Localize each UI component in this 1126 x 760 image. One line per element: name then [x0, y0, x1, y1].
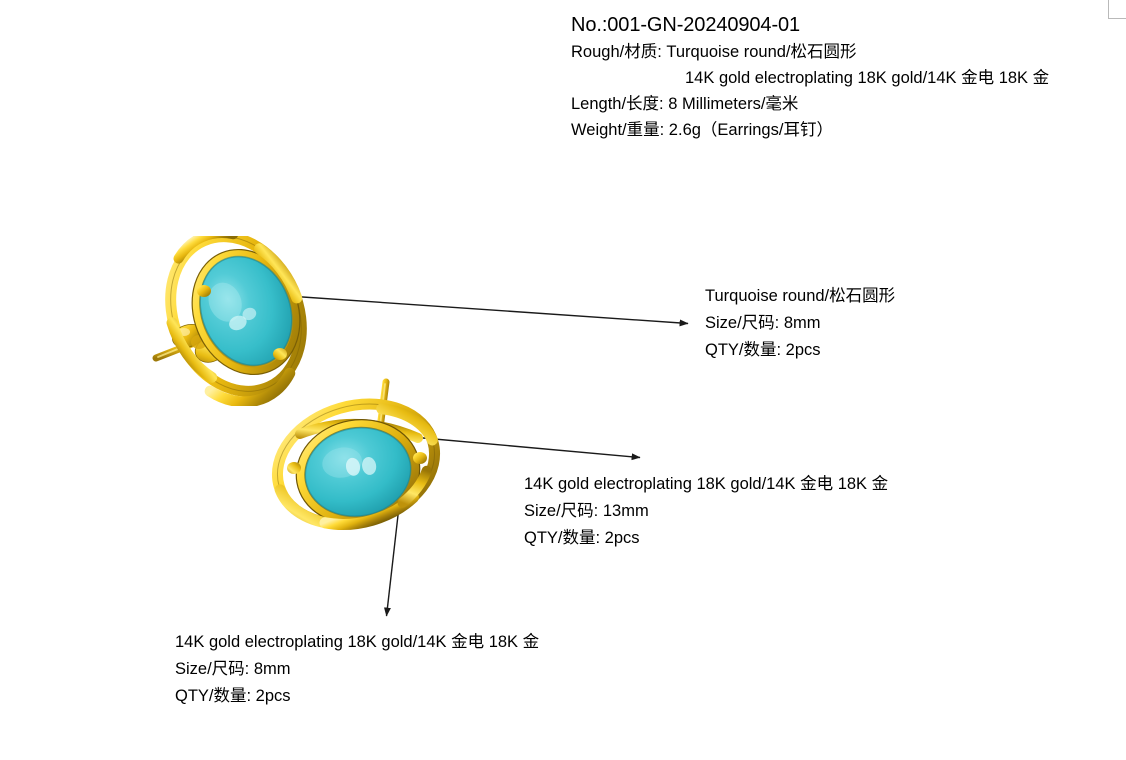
- halo-connector-bottom: [273, 348, 287, 360]
- turquoise-stud-earring-lower: [258, 372, 468, 537]
- callout-material: 14K gold electroplating 18K gold/14K 金电 …: [524, 475, 889, 493]
- length-line: Length/长度: 8 Millimeters/毫米: [571, 95, 799, 113]
- callout-qty: QTY/数量: 2pcs: [524, 529, 640, 547]
- callout-size: Size/尺码: 8mm: [175, 660, 291, 678]
- halo-connector-top: [197, 285, 211, 297]
- callout-size: Size/尺码: 13mm: [524, 502, 649, 520]
- orbit-connector-left: [287, 462, 301, 474]
- turquoise-cabochon-stone: [304, 426, 412, 518]
- weight-line: Weight/重量: 2.6g（Earrings/耳钉）: [571, 121, 833, 139]
- orbit-connector-right: [413, 452, 427, 464]
- callout-size: Size/尺码: 8mm: [705, 314, 821, 332]
- rough-material-line-secondary: 14K gold electroplating 18K gold/14K 金电 …: [685, 69, 1050, 87]
- callout-gold-bezel: 14K gold electroplating 18K gold/14K 金电 …: [175, 629, 539, 710]
- callout-qty: QTY/数量: 2pcs: [705, 341, 821, 359]
- gold-orbit-ring-front: [274, 403, 438, 530]
- gold-halo-ring-front: [166, 236, 303, 406]
- page-corner-mark-horizontal: [1108, 18, 1126, 19]
- callout-turquoise-stone: Turquoise round/松石圆形 Size/尺码: 8mm QTY/数量…: [705, 283, 895, 364]
- rough-material-line: Rough/材质: Turquoise round/松石圆形: [571, 43, 857, 61]
- callout-gold-orbit-ring: 14K gold electroplating 18K gold/14K 金电 …: [524, 471, 888, 552]
- callout-material: Turquoise round/松石圆形: [705, 287, 896, 305]
- page-corner-mark-vertical: [1108, 0, 1109, 19]
- specification-header: No.:001-GN-20240904-01 Rough/材质: Turquoi…: [571, 12, 1121, 143]
- item-number-title: No.:001-GN-20240904-01: [571, 14, 801, 36]
- callout-material: 14K gold electroplating 18K gold/14K 金电 …: [175, 633, 540, 651]
- turquoise-cabochon-stone: [199, 255, 293, 367]
- callout-qty: QTY/数量: 2pcs: [175, 687, 291, 705]
- turquoise-stud-earring-upper: [128, 236, 358, 406]
